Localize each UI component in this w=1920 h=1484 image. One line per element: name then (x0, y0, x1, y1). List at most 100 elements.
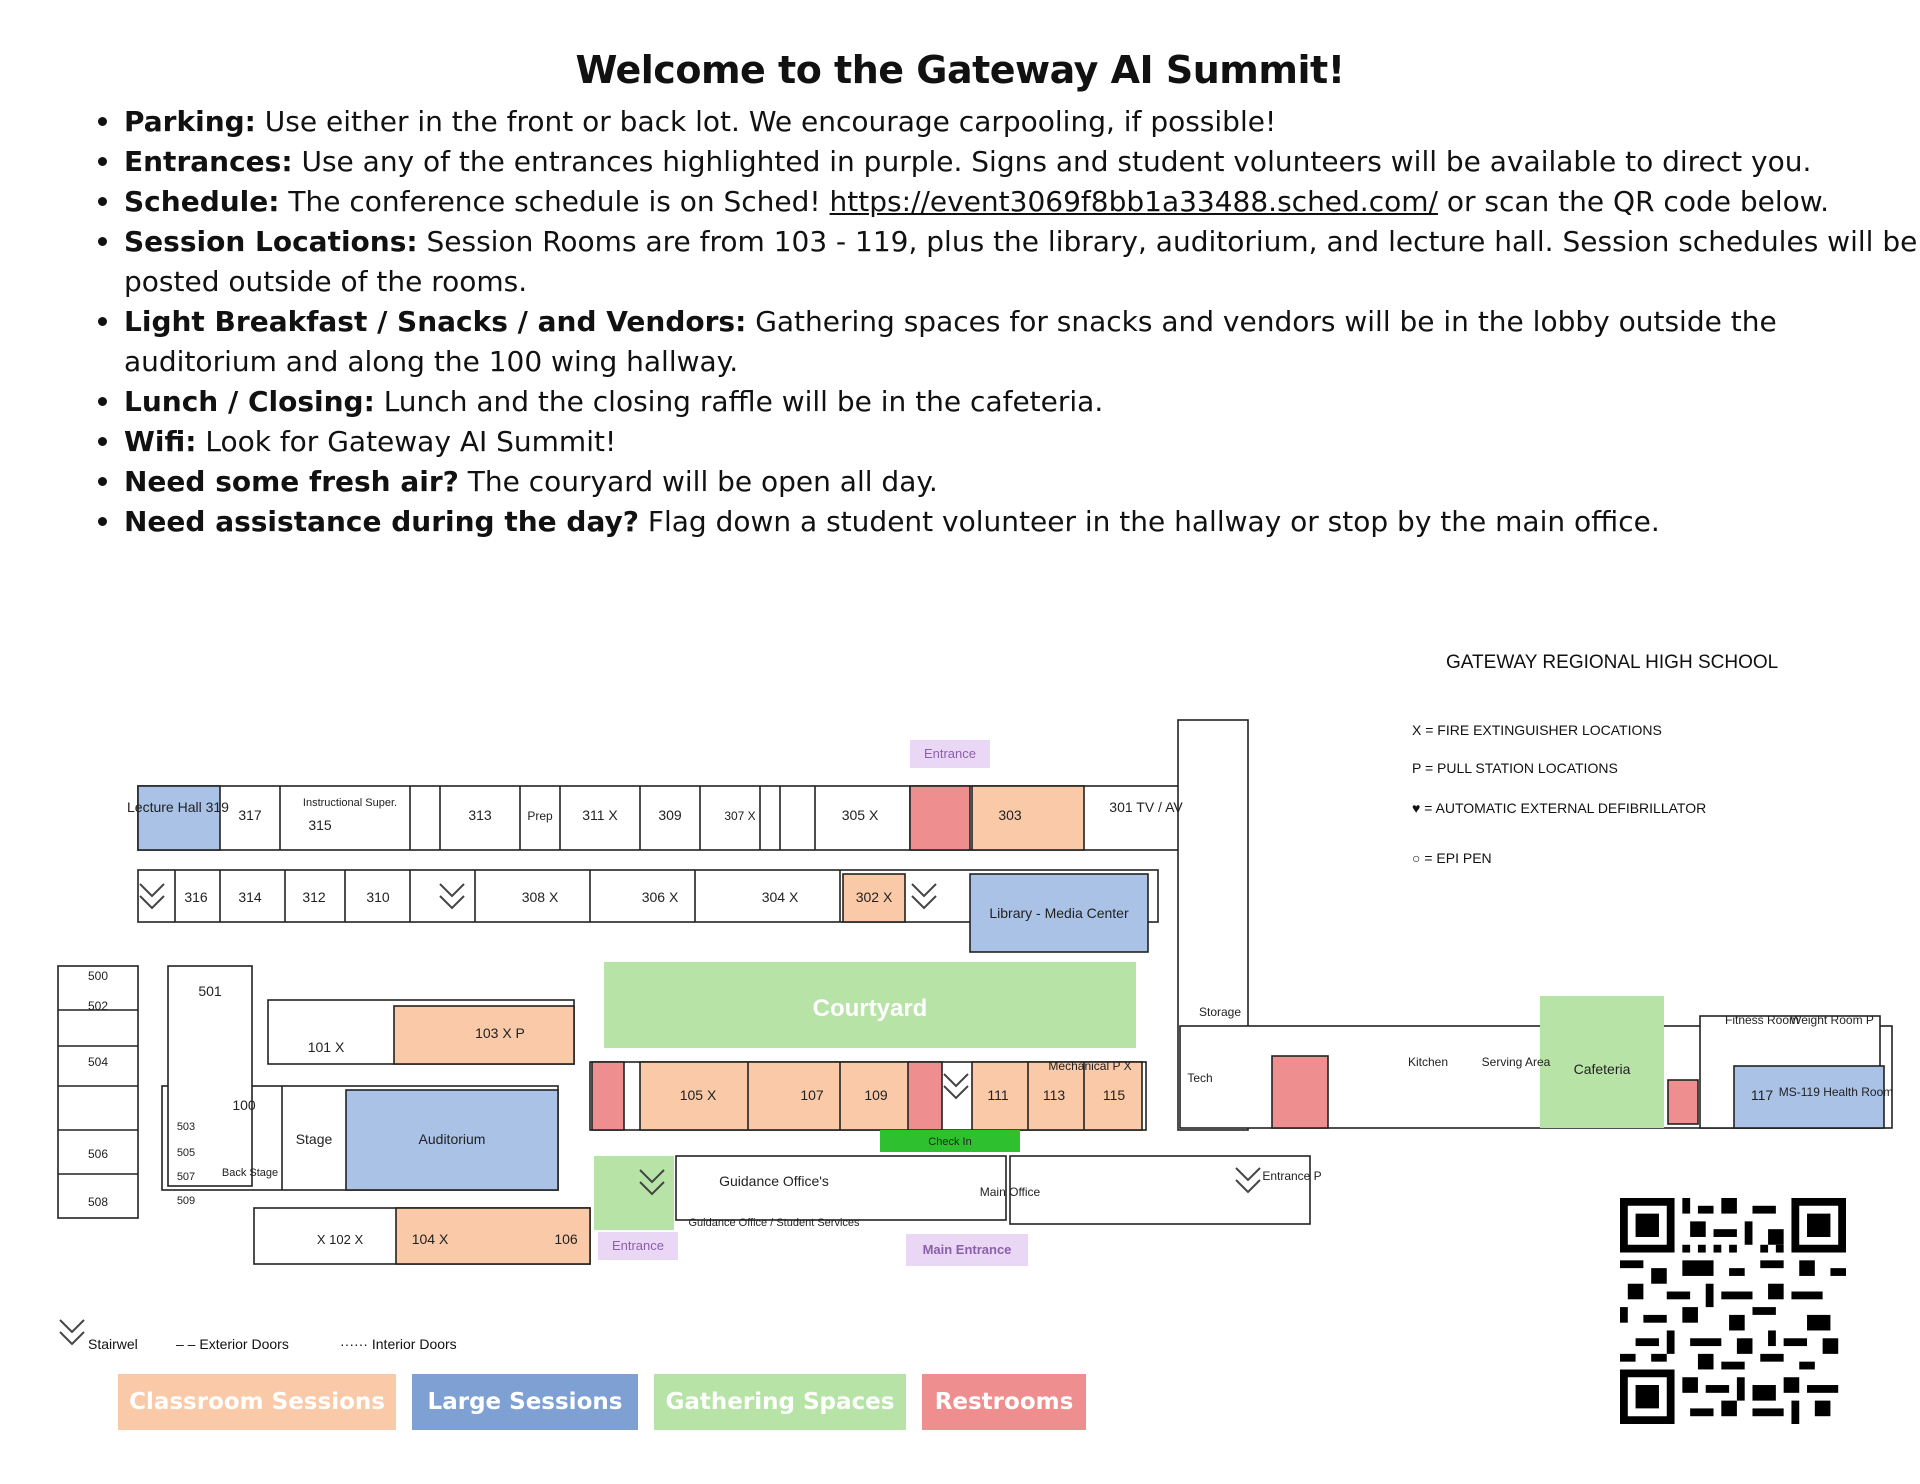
room-label: 508 (88, 1195, 108, 1209)
list-item: Lunch / Closing: Lunch and the closing r… (98, 382, 1920, 422)
list-item: Session Locations: Session Rooms are fro… (98, 222, 1920, 302)
key-aed-text: = AUTOMATIC EXTERNAL DEFIBRILLATOR (1424, 800, 1707, 816)
room-label: 111 (987, 1087, 1008, 1103)
room-label: 310 (366, 889, 390, 905)
legend-gathering: Gathering Spaces (654, 1374, 906, 1430)
restroom-east (1271, 1055, 1329, 1129)
legend-large: Large Sessions (412, 1374, 638, 1430)
room-label: 504 (88, 1055, 108, 1069)
room-label: 307 X (724, 809, 755, 823)
list-item: Light Breakfast / Snacks / and Vendors: … (98, 302, 1920, 382)
stairwell-icons (59, 883, 1261, 1346)
room-label: 100 (232, 1097, 256, 1113)
item-label: Need assistance during the day? (124, 505, 639, 538)
room-label: Kitchen (1408, 1055, 1448, 1069)
restroom-top (909, 785, 971, 851)
room-label: 101 X (308, 1039, 345, 1055)
epi-pen-icon: ○ (1412, 850, 1421, 866)
stairwell-icon (911, 883, 937, 910)
room-label: 315 (308, 817, 332, 833)
list-item: Need some fresh air? The couryard will b… (98, 462, 1920, 502)
item-text: Flag down a student volunteer in the hal… (638, 505, 1660, 538)
room-label: 501 (198, 983, 222, 999)
item-text: or scan the QR code below. (1437, 185, 1829, 218)
room-label: 304 X (762, 889, 799, 905)
room-label: Prep (527, 809, 553, 823)
main-office-block (1009, 1155, 1311, 1225)
legend-classroom: Classroom Sessions (118, 1374, 396, 1430)
room-label: 109 (864, 1087, 888, 1103)
room-label: 313 (468, 807, 492, 823)
room-label: 316 (184, 889, 208, 905)
room-label: Back Stage (222, 1167, 278, 1179)
info-list: Parking: Use either in the front or back… (92, 102, 1920, 542)
rooms-111-115 (971, 1061, 1143, 1131)
item-label: Need some fresh air? (124, 465, 459, 498)
guidance (675, 1155, 1007, 1221)
item-text: Use either in the front or back lot. We … (255, 105, 1277, 138)
item-label: Session Locations: (124, 225, 418, 258)
room-label: 311 X (582, 807, 618, 823)
rooms-104-106 (395, 1207, 591, 1265)
check-in-label: Check In (928, 1136, 971, 1148)
legend-exterior: – – Exterior Doors (176, 1336, 289, 1352)
room-label: 314 (238, 889, 262, 905)
room-label: Guidance Office's (719, 1173, 829, 1189)
room-label: 505 (177, 1147, 195, 1159)
cafeteria (1540, 996, 1664, 1128)
room-label: Fitness Room (1725, 1013, 1799, 1027)
key-aed: ♥ = AUTOMATIC EXTERNAL DEFIBRILLATOR (1412, 800, 1706, 816)
room-103 (393, 1005, 575, 1065)
room-label: 309 (658, 807, 682, 823)
auditorium (345, 1089, 559, 1191)
main-entrance-tag: Main Entrance (906, 1234, 1028, 1266)
room-label: 506 (88, 1147, 108, 1161)
restroom-girls-boys (591, 1061, 625, 1131)
entrance-bottom-tag: Entrance (598, 1232, 678, 1260)
sched-link[interactable]: https://event3069f8bb1a33488.sched.com/ (829, 185, 1438, 218)
room-label: 103 X P (475, 1025, 525, 1041)
room-label: 303 (998, 807, 1022, 823)
room-label: 502 (88, 999, 108, 1013)
item-text: Gathering spaces for snacks and vendors … (124, 305, 1777, 378)
room-302 (842, 873, 906, 923)
legend-interior-text: Interior Doors (371, 1336, 457, 1352)
stairwell-icon (943, 1073, 969, 1100)
room-303 (971, 785, 1085, 851)
school-title: GATEWAY REGIONAL HIGH SCHOOL (1446, 652, 1779, 673)
legend-stairwell: Stairwel (88, 1336, 138, 1352)
room-label: Entrance P (1262, 1169, 1321, 1183)
room-label: MS-119 Health Room (1779, 1085, 1894, 1099)
lobby (594, 1156, 674, 1230)
room-label: Cafeteria (1574, 1061, 1631, 1077)
room-label: 509 (177, 1195, 195, 1207)
room-501 (167, 965, 253, 1187)
room-label: 104 X (412, 1231, 449, 1247)
qr-code[interactable] (1620, 1198, 1846, 1424)
room-label: X 102 X (317, 1232, 364, 1247)
page-title: Welcome to the Gateway AI Summit! (575, 48, 1345, 92)
item-text: The conference schedule is on Sched! (279, 185, 830, 218)
rooms-105-109 (639, 1061, 911, 1131)
item-label: Parking: (124, 105, 256, 138)
room-label: Auditorium (419, 1131, 486, 1147)
key-extinguisher: X = FIRE EXTINGUISHER LOCATIONS (1412, 722, 1662, 738)
list-item: Need assistance during the day? Flag dow… (98, 502, 1920, 542)
room-label: 302 X (856, 889, 893, 905)
room-label: Guidance Office / Student Services (689, 1217, 860, 1229)
room-label: 117 (1751, 1087, 1774, 1103)
key-epi-text: = EPI PEN (1424, 850, 1492, 866)
key-pull-station: P = PULL STATION LOCATIONS (1412, 760, 1618, 776)
room-label: Storage (1199, 1005, 1241, 1019)
room-label: Instructional Super. (303, 797, 397, 809)
room-label: 106 (554, 1231, 578, 1247)
list-item: Wifi: Look for Gateway AI Summit! (98, 422, 1920, 462)
health-room (1733, 1065, 1885, 1129)
room-label: Library - Media Center (989, 905, 1129, 921)
room-label: 107 (800, 1087, 824, 1103)
room-label: 317 (238, 807, 262, 823)
wing-500 (57, 965, 139, 1219)
room-label: Main Office (980, 1185, 1041, 1199)
room-label: 503 (177, 1121, 195, 1133)
